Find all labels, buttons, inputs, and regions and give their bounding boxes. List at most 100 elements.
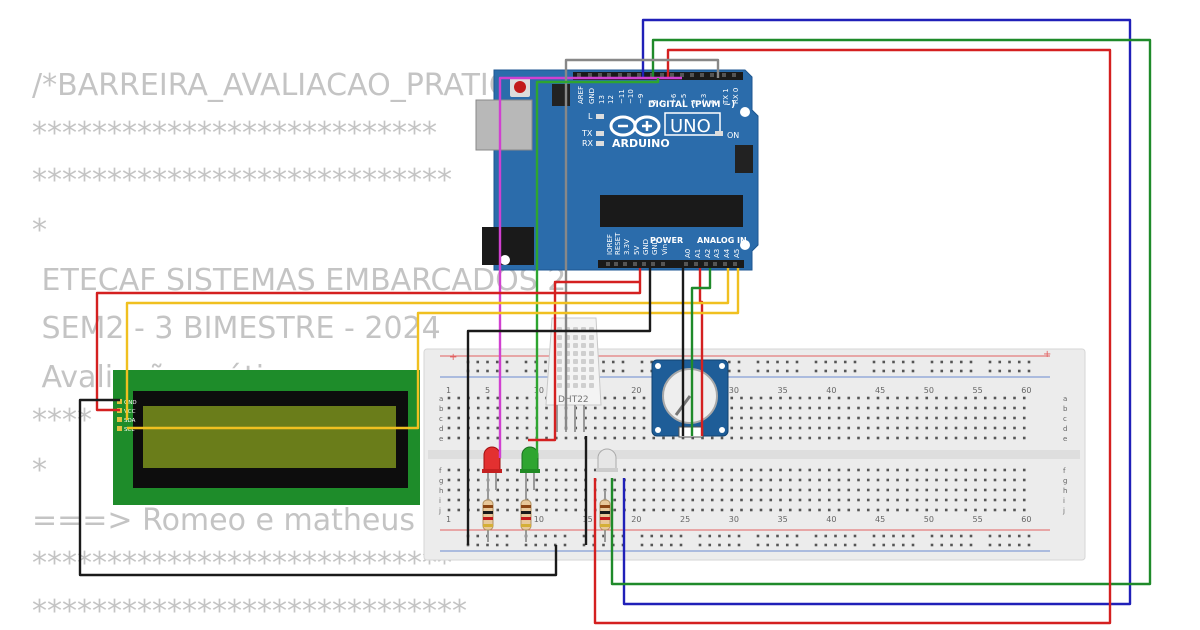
breadboard-col-label: 50 [924, 515, 934, 524]
breadboard-col-label: 25 [680, 515, 690, 524]
power-pin-label: GND [651, 239, 659, 255]
analog-pin-label: A2 [704, 249, 712, 258]
wire-yellow-sda [125, 268, 730, 420]
digital-pin-label: ~6 [670, 93, 678, 104]
wire-red-5v [95, 268, 642, 412]
reset-button [514, 81, 526, 93]
digital-pin-label: ~11 [618, 89, 626, 104]
wire-green-analog [690, 268, 712, 436]
potentiometer [651, 359, 729, 438]
digital-header [573, 72, 743, 80]
digital-pin-label: 7 [660, 100, 668, 104]
breadboard-col-label: 40 [826, 515, 836, 524]
wire-black-gnd [466, 268, 652, 545]
breadboard-col-label: 20 [631, 386, 641, 395]
breadboard-col-label: 20 [631, 515, 641, 524]
breadboard-col-label: 60 [1021, 515, 1031, 524]
breadboard-col-label: 10 [534, 515, 544, 524]
wire-red-sensor [528, 280, 640, 442]
wires [78, 18, 1152, 625]
breadboard-row-label: f [439, 467, 442, 475]
breadboard-row-label: b [439, 405, 444, 413]
code-line: SEM2 - 3 BIMESTRE - 2024 [32, 311, 441, 346]
breadboard-col-label: 50 [924, 386, 934, 395]
dht22-label: DHT22 [558, 395, 589, 405]
analog-pin-label: A4 [723, 248, 731, 258]
power-pin-label: 3.3V [623, 239, 631, 255]
breadboard-row-label: c [1063, 415, 1067, 423]
rx-led-label: RX [582, 139, 594, 148]
analog-header-label: ANALOG IN [697, 236, 747, 245]
digital-pin-label: GND [588, 88, 596, 104]
breadboard-col-label: 15 [583, 515, 593, 524]
code-line: ETECAF SISTEMAS EMBARCADOS 2 [32, 263, 567, 298]
lcd-pin-label: SCL [124, 427, 135, 433]
resistor [520, 490, 532, 542]
breadboard-row-label: i [439, 497, 441, 505]
breadboard-col-label: 55 [973, 386, 983, 395]
power-pin-label: GND [642, 239, 650, 255]
lcd-pin-label: SDA [124, 418, 136, 424]
breadboard-row-label: h [1063, 487, 1067, 495]
breadboard-row-label: h [439, 487, 443, 495]
digital-pin-label: ~10 [627, 89, 635, 104]
breadboard-col-label: 5 [485, 386, 490, 395]
digital-header-label: DIGITAL (PWM ~) [648, 100, 735, 110]
breadboard-col-label: 1 [446, 515, 451, 524]
breadboard-row-label: g [439, 477, 443, 485]
tx-led-label: TX [581, 129, 593, 138]
breadboard-col-label: 60 [1021, 386, 1031, 395]
breadboard-col-label: 35 [778, 515, 788, 524]
breadboard-row-label: g [1063, 477, 1067, 485]
digital-pin-label: 8 [650, 100, 658, 104]
wire-red-loop [593, 48, 1112, 625]
power-pin-label: IOREF [606, 234, 614, 255]
code-line: **** [32, 403, 92, 438]
breadboard-row-label: a [439, 395, 443, 403]
breadboard-row-label: c [439, 415, 443, 423]
wire-gray [564, 58, 720, 430]
analog-pin-label: A0 [684, 249, 692, 258]
power-pin-label: 5V [633, 246, 641, 255]
breadboard-col-label: 10 [534, 386, 544, 395]
digital-pin-label: TX 1 [722, 88, 730, 105]
breadboard-row-label: j [438, 507, 441, 515]
l-led-label: L [588, 112, 593, 121]
breadboard-row-label: b [1063, 405, 1068, 413]
rgb-led [596, 448, 618, 472]
breadboard-col-label: 40 [826, 386, 836, 395]
digital-pin-label: ~3 [700, 94, 708, 104]
lcd-screen [143, 406, 396, 468]
breadboard-col-label: 45 [875, 386, 885, 395]
breadboard-row-label: a [1063, 395, 1067, 403]
wire-black-lcd [78, 398, 558, 577]
breadboard-col-label: 45 [875, 515, 885, 524]
usb-port [475, 99, 533, 151]
resistor [482, 490, 494, 542]
digital-pin-label: 2 [710, 100, 718, 104]
code-line: ***************************** [32, 594, 467, 629]
power-pin-label: Vin [661, 244, 669, 255]
code-line: * [32, 453, 47, 488]
breadboard-col-label: 30 [729, 515, 739, 524]
analog-pin-label: A5 [733, 249, 741, 258]
digital-pin-label: 13 [598, 95, 606, 104]
breadboard-row-label: i [1063, 497, 1065, 505]
digital-pin-label: RX 0 [732, 88, 740, 104]
code-line: *************************** [32, 116, 437, 151]
code-line: **************************** [32, 163, 452, 198]
breadboard-row-label: e [1063, 435, 1067, 443]
svg-text:+: + [1043, 349, 1051, 360]
breadboard-row-label: j [1062, 507, 1065, 515]
code-line: * [32, 213, 47, 248]
breadboard-col-label: 30 [729, 386, 739, 395]
breadboard-row-label: f [1063, 467, 1066, 475]
digital-pin-label: ~5 [680, 94, 688, 104]
power-analog-header [598, 260, 744, 268]
breadboard-row-label: e [439, 435, 443, 443]
arduino-model-label: UNO [670, 116, 711, 137]
digital-pin-label: 4 [690, 99, 698, 104]
digital-pin-label: ~9 [637, 94, 645, 104]
